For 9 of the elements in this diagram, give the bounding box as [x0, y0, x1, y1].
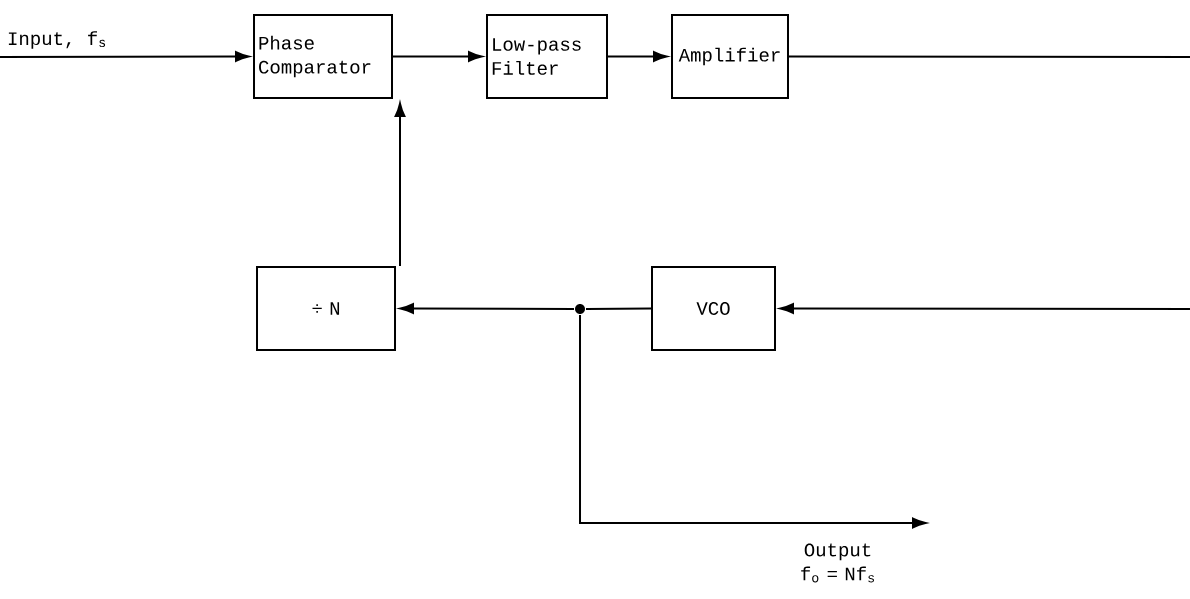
process-box: ÷ N: [256, 266, 396, 351]
process-box: Amplifier: [671, 14, 789, 99]
edge-label: Output f$_{o}$ = Nf$_{s}$: [801, 543, 874, 583]
arrow: [394, 102, 406, 267]
arrow: [579, 314, 927, 529]
process-box: Phase Comparator: [253, 14, 393, 99]
process-box: VCO: [651, 266, 776, 351]
process-box: Low-pass Filter: [486, 14, 608, 99]
edge-label: Input, f$_{s}$: [8, 31, 106, 49]
